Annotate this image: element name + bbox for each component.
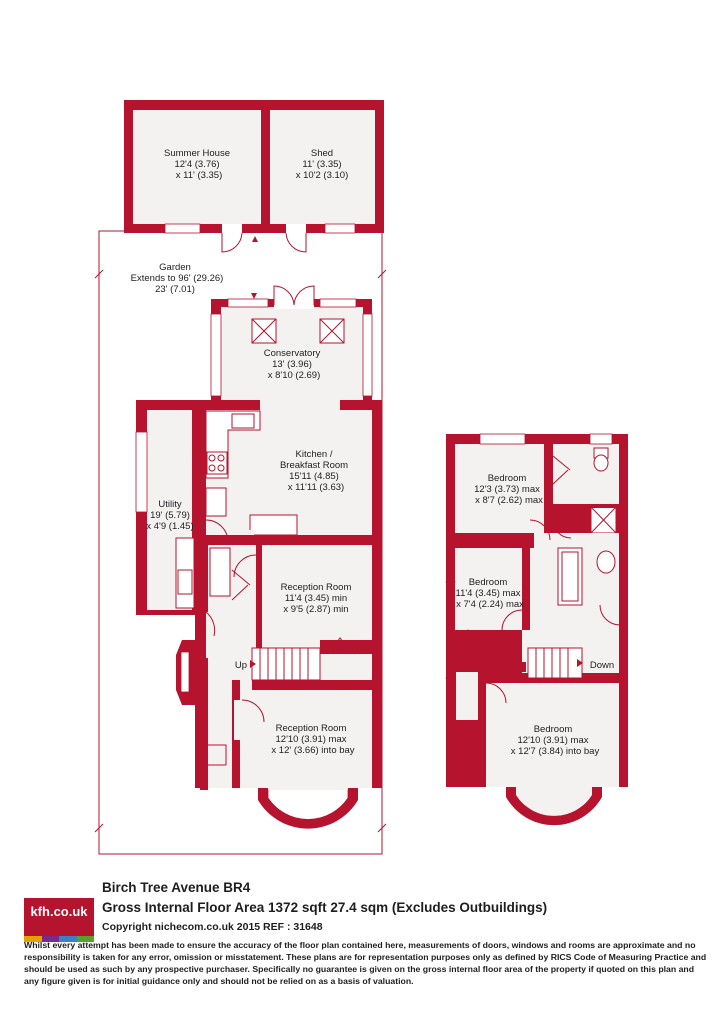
kitchen-name-line2: Breakfast Room xyxy=(280,460,348,471)
reception1-dim2: x 9'5 (2.87) min xyxy=(283,604,348,615)
first-floor xyxy=(445,433,628,826)
summer-house-name: Summer House xyxy=(164,148,230,159)
garden-dim1: Extends to 96' (29.26) xyxy=(131,273,224,284)
kitchen-dim1: 15'11 (4.85) xyxy=(289,471,339,482)
kitchen-name-line1: Kitchen / xyxy=(296,449,333,460)
logo-text: kfh.co.uk xyxy=(30,904,88,919)
kfh-logo: kfh.co.uk xyxy=(24,898,94,942)
bedroom3-dim1: 12'10 (3.91) max xyxy=(518,735,589,746)
room-labels: Summer House 12'4 (3.76) x 11' (3.35) Sh… xyxy=(131,148,614,757)
utility-dim1: 19' (5.79) xyxy=(150,510,190,521)
bedroom1-dim2: x 8'7 (2.62) max xyxy=(475,495,543,506)
shed-dim1: 11' (3.35) xyxy=(302,159,341,170)
bedroom2-dim1: 11'4 (3.45) max xyxy=(455,588,520,599)
bedroom3-dim2: x 12'7 (3.84) into bay xyxy=(511,746,600,757)
floor-area: Gross Internal Floor Area 1372 sqft 27.4… xyxy=(102,900,548,915)
shed-dim2: x 10'2 (3.10) xyxy=(296,170,349,181)
conservatory-name: Conservatory xyxy=(264,348,321,359)
bedroom1-name: Bedroom xyxy=(488,473,527,484)
reception2-dim1: 12'10 (3.91) max xyxy=(276,734,347,745)
kitchen-dim2: x 11'11 (3.63) xyxy=(288,482,344,493)
conservatory-dim2: x 8'10 (2.69) xyxy=(268,370,321,381)
summer-house-dim2: x 11' (3.35) xyxy=(176,170,223,181)
outbuildings xyxy=(124,100,384,253)
bedroom1-dim1: 12'3 (3.73) max xyxy=(474,484,540,495)
bedroom2-dim2: x 7'4 (2.24) max xyxy=(456,599,524,610)
logo-bar-green xyxy=(77,936,94,942)
disclaimer: Whilst every attempt has been made to en… xyxy=(24,940,707,986)
reception1-dim1: 11'4 (3.45) min xyxy=(285,593,347,604)
bedroom3-name: Bedroom xyxy=(534,724,573,735)
garden-name: Garden xyxy=(159,262,191,273)
garden-dim2: 23' (7.01) xyxy=(155,284,195,295)
reception1-name: Reception Room xyxy=(281,582,352,593)
reception2-name: Reception Room xyxy=(276,723,347,734)
conservatory-dim1: 13' (3.96) xyxy=(272,359,312,370)
logo-bar-blue xyxy=(59,936,77,942)
up-label: Up xyxy=(235,660,247,671)
property-address: Birch Tree Avenue BR4 xyxy=(102,880,251,895)
logo-bar-purple xyxy=(42,936,59,942)
copyright: Copyright nichecom.co.uk 2015 REF : 3164… xyxy=(102,921,323,933)
bedroom2-name: Bedroom xyxy=(469,577,508,588)
ground-floor xyxy=(135,285,382,829)
down-label: Down xyxy=(590,660,614,671)
utility-name: Utility xyxy=(158,499,181,510)
utility-dim2: x 4'9 (1.45) xyxy=(146,521,193,532)
floor-plan: Summer House 12'4 (3.76) x 11' (3.35) Sh… xyxy=(94,100,628,855)
logo-bar-orange xyxy=(24,936,42,942)
shed-name: Shed xyxy=(311,148,333,159)
summer-house-dim1: 12'4 (3.76) xyxy=(174,159,219,170)
reception2-dim2: x 12' (3.66) into bay xyxy=(271,745,354,756)
